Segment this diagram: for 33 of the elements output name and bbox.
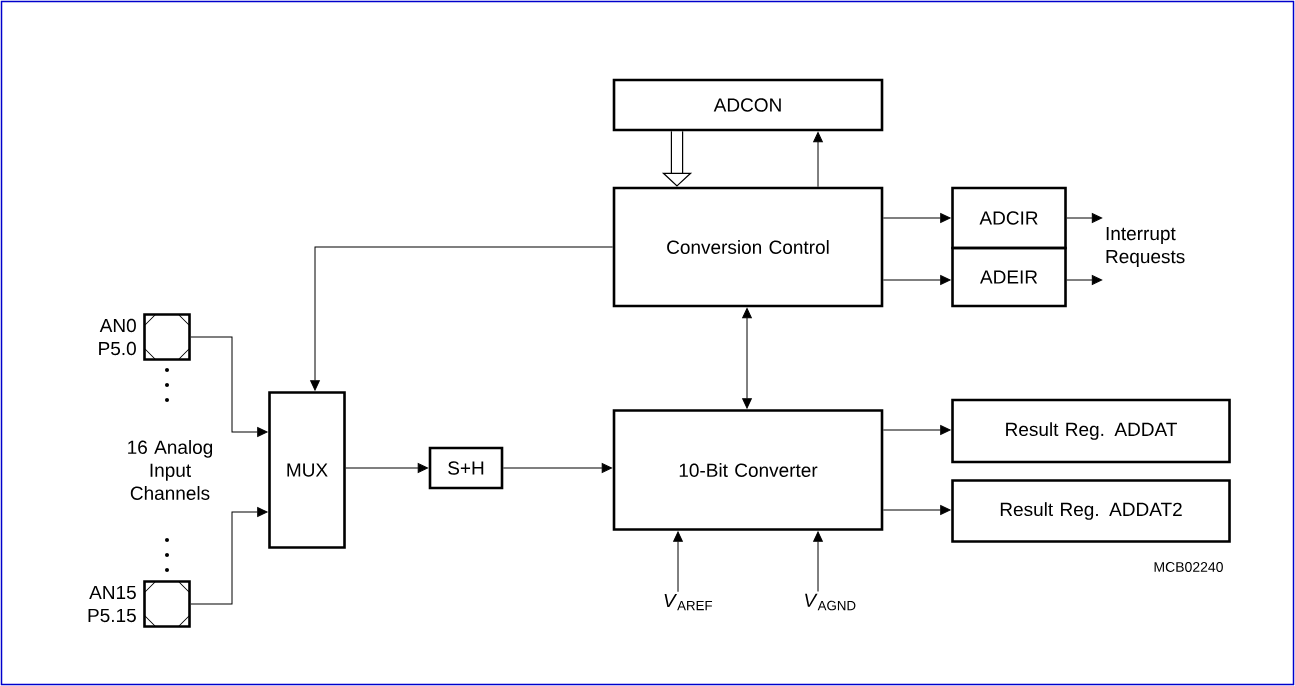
pin-pad: AN15 P5.15: [88, 580, 191, 628]
arrow: [882, 425, 951, 435]
arrow: [1066, 275, 1103, 285]
arrow: [673, 531, 683, 593]
channel-label: 16 Analog Input Channels: [128, 440, 213, 500]
output-label: Interrupt Requests: [1106, 227, 1185, 267]
arrow: [882, 213, 951, 223]
node-label: AN0 P5.0: [99, 318, 136, 356]
figure-code: MCB02240: [1154, 562, 1223, 572]
block-box: ADEIR: [951, 246, 1067, 308]
pin-pad: AN0 P5.0: [99, 313, 191, 361]
block-box: S+H: [428, 446, 504, 490]
block-box: Result Reg. ADDAT: [951, 398, 1231, 464]
block-box: MUX: [268, 391, 346, 549]
voltage-label: V$_{AGND}$: [805, 593, 856, 611]
arrow: [882, 505, 951, 515]
arrow: [742, 308, 752, 409]
arrow: [813, 132, 823, 188]
arrow: [882, 275, 951, 285]
voltage-label: V$_{AREF}$: [664, 593, 713, 611]
arrow: [1066, 213, 1103, 223]
arrow: [345, 463, 428, 473]
block-box: Result Reg. ADDAT2: [951, 479, 1231, 543]
block-box: 10-Bit Converter: [612, 409, 884, 531]
arrow: [190, 507, 268, 605]
block-box: Conversion Control: [612, 186, 884, 308]
arrow: [813, 531, 823, 593]
block-box: ADCON: [612, 78, 884, 132]
node-label: AN15 P5.15: [88, 585, 136, 623]
arrow: [502, 463, 612, 473]
block-box: ADCIR: [951, 186, 1067, 250]
arrow: [190, 336, 268, 437]
arrow: [310, 246, 614, 391]
